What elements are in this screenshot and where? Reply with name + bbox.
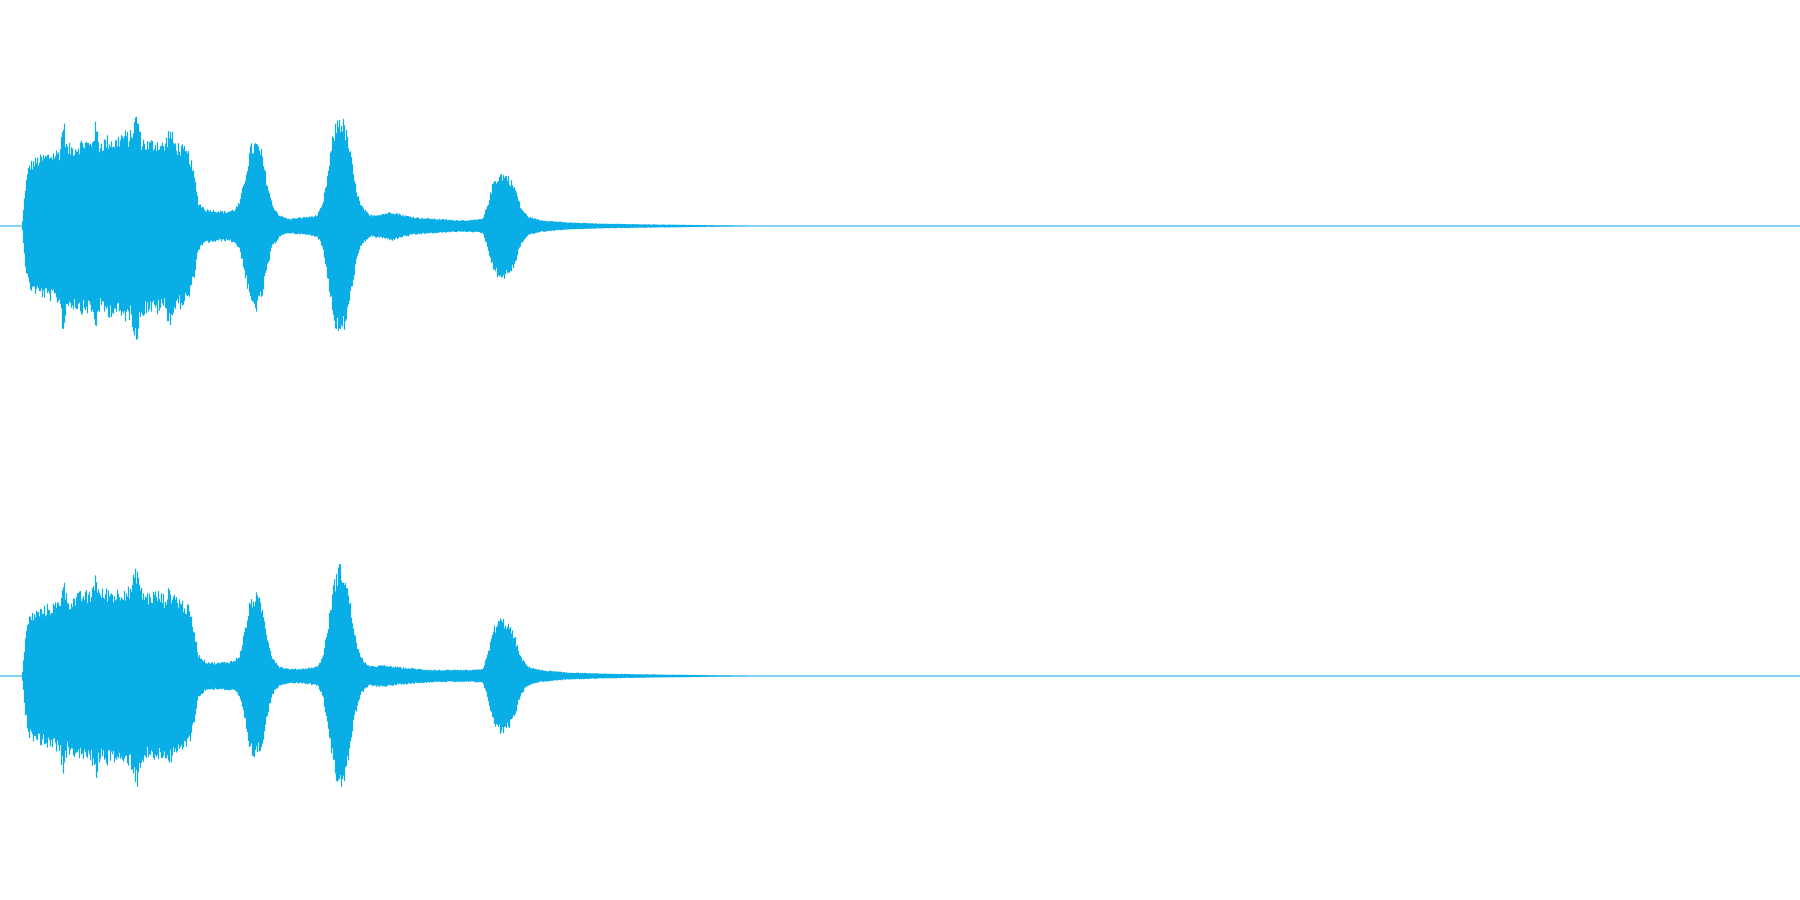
waveform-channel-left <box>0 116 1800 340</box>
waveform-left-fill <box>21 116 811 340</box>
waveform-left-svg <box>0 116 1800 340</box>
waveform-right-svg <box>0 564 1800 787</box>
waveform-right-fill <box>21 564 816 787</box>
waveform-channel-right <box>0 450 1800 900</box>
